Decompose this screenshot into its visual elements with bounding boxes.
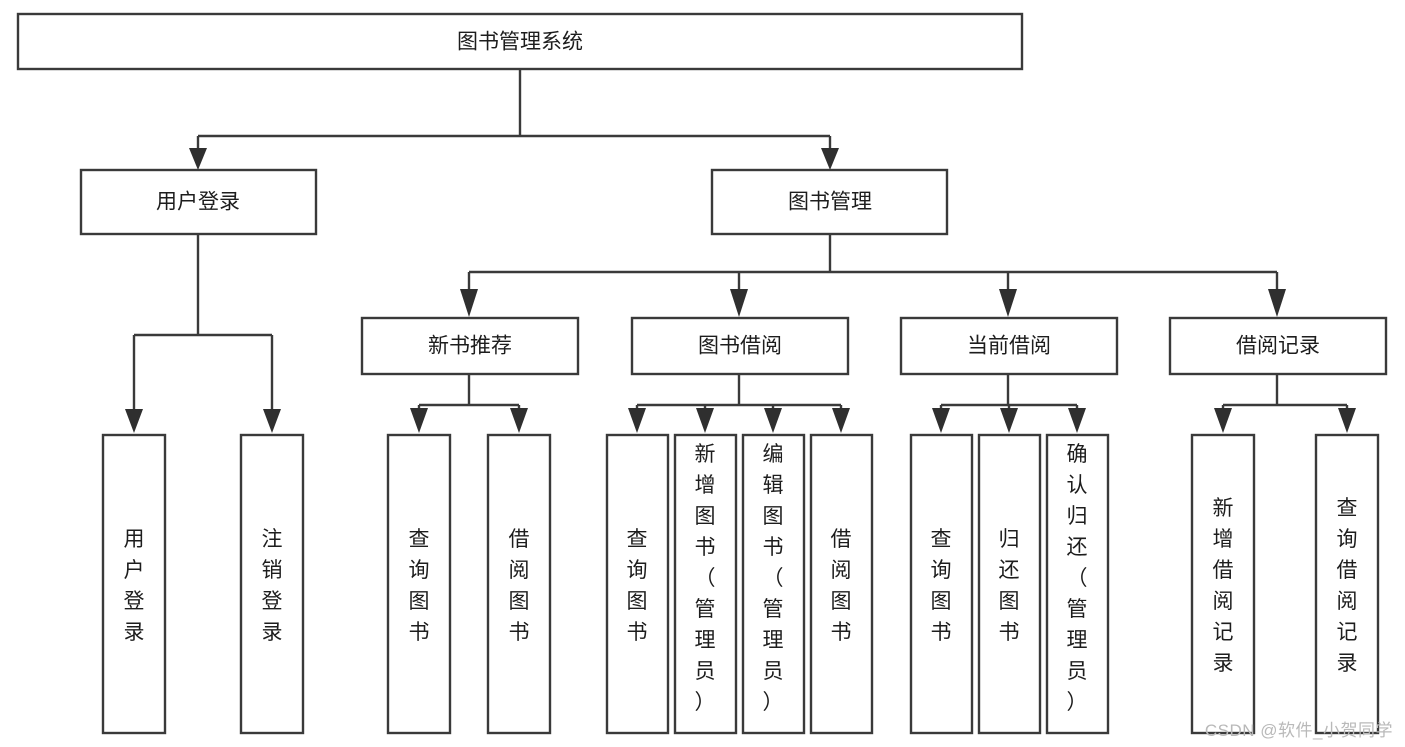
leaf-borrow-book-2-box[interactable] — [809, 433, 874, 735]
node-book-manage[interactable]: 图书管理 — [710, 168, 949, 236]
leaf-query-record-box[interactable] — [1314, 433, 1380, 735]
leaf-query-book-2-box[interactable] — [605, 433, 670, 735]
arrow-bookmanage-to-current — [999, 289, 1017, 317]
leaf-add-book[interactable]: 新增图书（管理员） — [673, 433, 738, 735]
node-borrow-record-label: 借阅记录 — [1236, 335, 1320, 358]
leaf-edit-book-label: 编辑图书（管理员） — [763, 443, 784, 714]
connector-layer — [125, 69, 1356, 433]
leaf-query-book-2-label: 查询图书 — [627, 528, 648, 644]
leaf-logout-login-box[interactable] — [239, 433, 305, 735]
leaf-borrow-book-1[interactable]: 借阅图书 — [486, 433, 552, 735]
leaf-borrow-book-1-box[interactable] — [486, 433, 552, 735]
node-borrow-record[interactable]: 借阅记录 — [1168, 316, 1388, 376]
leaf-return-book[interactable]: 归还图书 — [977, 433, 1042, 735]
arrow-borrowrecord-leaf-2 — [1338, 408, 1356, 433]
node-root[interactable]: 图书管理系统 — [16, 12, 1024, 71]
node-current-borrow[interactable]: 当前借阅 — [899, 316, 1119, 376]
leaf-query-book-1-label: 查询图书 — [409, 528, 430, 644]
arrow-currentborrow-leaf-1 — [932, 408, 950, 433]
node-new-book-recommend-box[interactable] — [360, 316, 580, 376]
leaf-query-book-1-box[interactable] — [386, 433, 452, 735]
csdn-watermark: CSDN @软件_小贺同学 — [1204, 721, 1393, 740]
node-new-book-recommend[interactable]: 新书推荐 — [360, 316, 580, 376]
arrow-bookmanage-to-record — [1268, 289, 1286, 317]
leaf-user-login-label: 用户登录 — [124, 528, 145, 644]
leaf-query-book-3[interactable]: 查询图书 — [909, 433, 974, 735]
arrow-bookborrow-leaf-4 — [832, 408, 850, 433]
leaf-return-book-label: 归还图书 — [999, 528, 1020, 644]
node-book-borrow[interactable]: 图书借阅 — [630, 316, 850, 376]
leaf-logout-login[interactable]: 注销登录 — [239, 433, 305, 735]
node-user-login-label: 用户登录 — [156, 191, 240, 214]
arrow-newbook-leaf-1 — [410, 408, 428, 433]
leaf-borrow-book-2[interactable]: 借阅图书 — [809, 433, 874, 735]
arrow-root-to-user-login — [189, 148, 207, 170]
arrow-currentborrow-leaf-2 — [1000, 408, 1018, 433]
leaf-query-book-3-box[interactable] — [909, 433, 974, 735]
leaf-add-book-box[interactable] — [673, 433, 738, 735]
arrow-currentborrow-leaf-3 — [1068, 408, 1086, 433]
leaf-borrow-book-2-label: 借阅图书 — [831, 528, 852, 644]
node-borrow-record-box[interactable] — [1168, 316, 1388, 376]
arrow-bookmanage-to-borrow — [730, 289, 748, 317]
leaf-add-record-label: 新增借阅记录 — [1213, 497, 1234, 675]
leaf-add-record-box[interactable] — [1190, 433, 1256, 735]
arrow-userlogin-leaf-2 — [263, 409, 281, 433]
node-root-label: 图书管理系统 — [457, 31, 583, 54]
node-book-borrow-box[interactable] — [630, 316, 850, 376]
leaf-edit-book[interactable]: 编辑图书（管理员） — [741, 433, 806, 735]
leaf-query-book-1[interactable]: 查询图书 — [386, 433, 452, 735]
node-book-borrow-label: 图书借阅 — [698, 335, 782, 358]
leaf-user-login[interactable]: 用户登录 — [101, 433, 167, 735]
arrow-bookborrow-leaf-3 — [764, 408, 782, 433]
leaf-query-record[interactable]: 查询借阅记录 — [1314, 433, 1380, 735]
node-book-manage-label: 图书管理 — [788, 191, 872, 214]
node-user-login[interactable]: 用户登录 — [79, 168, 318, 236]
arrow-bookborrow-leaf-1 — [628, 408, 646, 433]
leaf-return-book-box[interactable] — [977, 433, 1042, 735]
arrow-bookmanage-to-newbook — [460, 289, 478, 317]
leaf-confirm-return[interactable]: 确认归还（管理员） — [1045, 433, 1110, 735]
leaf-edit-book-box[interactable] — [741, 433, 806, 735]
node-current-borrow-label: 当前借阅 — [967, 335, 1051, 358]
leaf-query-book-3-label: 查询图书 — [931, 528, 952, 644]
leaf-borrow-book-1-label: 借阅图书 — [509, 528, 530, 644]
node-new-book-recommend-label: 新书推荐 — [428, 335, 512, 358]
leaf-query-book-2[interactable]: 查询图书 — [605, 433, 670, 735]
arrow-root-to-book-manage — [821, 148, 839, 170]
arrow-bookborrow-leaf-2 — [696, 408, 714, 433]
arrow-newbook-leaf-2 — [510, 408, 528, 433]
node-book-manage-box[interactable] — [710, 168, 949, 236]
arrow-borrowrecord-leaf-1 — [1214, 408, 1232, 433]
leaf-user-login-box[interactable] — [101, 433, 167, 735]
leaf-add-book-label: 新增图书（管理员） — [695, 443, 716, 714]
arrow-userlogin-leaf-1 — [125, 409, 143, 433]
leaf-confirm-return-box[interactable] — [1045, 433, 1110, 735]
leaf-query-record-label: 查询借阅记录 — [1337, 497, 1358, 675]
node-user-login-box[interactable] — [79, 168, 318, 236]
leaf-confirm-return-label: 确认归还（管理员） — [1067, 443, 1088, 714]
leaf-add-record[interactable]: 新增借阅记录 — [1190, 433, 1256, 735]
node-root-box[interactable] — [16, 12, 1024, 71]
leaf-logout-login-label: 注销登录 — [262, 528, 283, 644]
node-current-borrow-box[interactable] — [899, 316, 1119, 376]
